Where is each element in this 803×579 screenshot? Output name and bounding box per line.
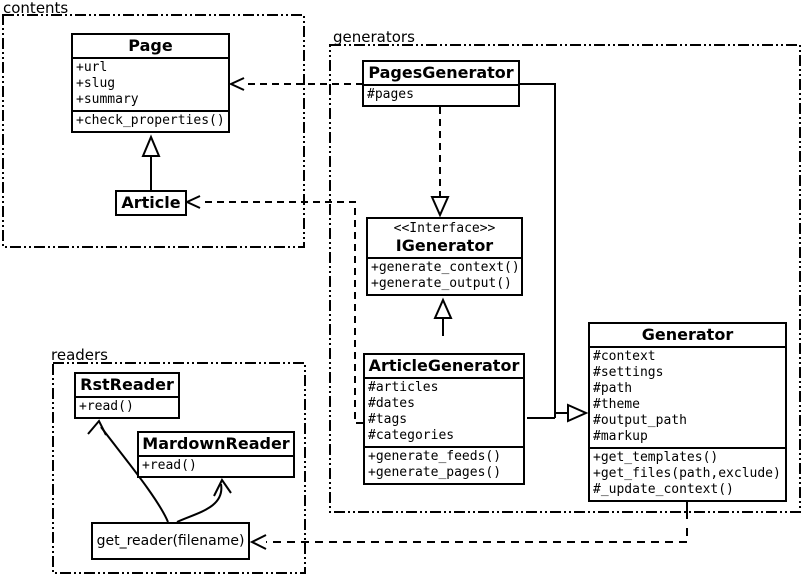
- method: +generate_feeds(): [368, 449, 502, 464]
- dependency-articlegenerator-article: [184, 195, 363, 424]
- method: +generate_output(): [371, 276, 512, 291]
- generalization-articlegenerator-generator: [527, 403, 589, 423]
- attribute: #output_path: [593, 413, 687, 428]
- class-igenerator-stereotype: <<Interface>>: [393, 221, 496, 236]
- class-page-methods: +check_properties(): [73, 110, 228, 131]
- class-generator-methods: +get_templates() +get_files(path,exclude…: [590, 447, 785, 500]
- dependency-pagesgenerator-page: [228, 77, 363, 91]
- generalization-pagesgenerator-generator: [520, 83, 556, 418]
- generalization-articlegenerator-igenerator: [433, 297, 453, 336]
- package-generators-border: [329, 44, 801, 513]
- node-get-reader-label: get_reader(filename): [96, 533, 245, 549]
- class-generator-attributes: #context #settings #path #theme #output_…: [590, 346, 785, 447]
- method: +get_files(path,exclude): [593, 466, 781, 481]
- package-readers-border: [52, 362, 306, 574]
- class-mardownreader-methods: +read(): [139, 455, 293, 476]
- class-rstreader: RstReader +read(): [74, 372, 180, 419]
- class-pagesgenerator: PagesGenerator #pages: [362, 60, 520, 107]
- class-page-title: Page: [128, 36, 173, 55]
- attribute: +url: [76, 60, 108, 75]
- attribute: #articles: [368, 380, 439, 395]
- attribute: #markup: [593, 429, 648, 444]
- class-pagesgenerator-attributes: #pages: [364, 84, 518, 105]
- generalization-article-page: [141, 134, 161, 190]
- attribute: #categories: [368, 428, 455, 443]
- class-mardownreader: MardownReader +read(): [137, 431, 295, 478]
- class-mardownreader-title: MardownReader: [142, 434, 290, 453]
- attribute: #tags: [368, 412, 408, 427]
- class-rstreader-methods: +read(): [76, 396, 178, 417]
- class-article: Article: [115, 190, 187, 216]
- attribute: #theme: [593, 397, 640, 412]
- method: +generate_context(): [371, 260, 520, 275]
- package-generators-label: generators: [333, 28, 415, 46]
- class-rstreader-title: RstReader: [80, 375, 174, 394]
- class-igenerator-methods: +generate_context() +generate_output(): [368, 257, 521, 294]
- attribute: +slug: [76, 76, 116, 91]
- package-readers-label: readers: [51, 346, 108, 364]
- node-get-reader: get_reader(filename): [91, 522, 250, 560]
- attribute: #path: [593, 381, 633, 396]
- class-articlegenerator-attributes: #articles #dates #tags #categories: [365, 377, 523, 446]
- package-contents-border: [2, 14, 305, 248]
- attribute: #context: [593, 349, 656, 364]
- class-article-title: Article: [121, 193, 181, 212]
- method: +read(): [79, 399, 134, 414]
- attribute: #dates: [368, 396, 415, 411]
- method: +read(): [142, 458, 197, 473]
- attribute: #settings: [593, 365, 664, 380]
- method: +check_properties(): [76, 113, 225, 128]
- realization-pagesgenerator-igenerator: [430, 107, 450, 218]
- class-articlegenerator-title: ArticleGenerator: [368, 356, 520, 375]
- attribute: #pages: [367, 87, 414, 102]
- class-page: Page +url +slug +summary +check_properti…: [71, 33, 230, 133]
- method: +get_templates(): [593, 450, 719, 465]
- class-page-attributes: +url +slug +summary: [73, 57, 228, 110]
- class-articlegenerator: ArticleGenerator #articles #dates #tags …: [363, 353, 525, 485]
- dependency-generator-getreader: [249, 502, 688, 550]
- method: +generate_pages(): [368, 465, 502, 480]
- class-igenerator: <<Interface>> IGenerator +generate_conte…: [366, 217, 523, 296]
- class-articlegenerator-methods: +generate_feeds() +generate_pages(): [365, 446, 523, 483]
- package-contents-label: contents: [3, 0, 69, 17]
- arrow-getreader-mardownreader: [176, 478, 232, 523]
- class-generator-title: Generator: [641, 325, 734, 344]
- class-igenerator-title: IGenerator: [395, 236, 494, 255]
- class-generator: Generator #context #settings #path #them…: [588, 322, 787, 502]
- attribute: +summary: [76, 92, 139, 107]
- class-pagesgenerator-title: PagesGenerator: [368, 63, 514, 82]
- method: #_update_context(): [593, 482, 734, 497]
